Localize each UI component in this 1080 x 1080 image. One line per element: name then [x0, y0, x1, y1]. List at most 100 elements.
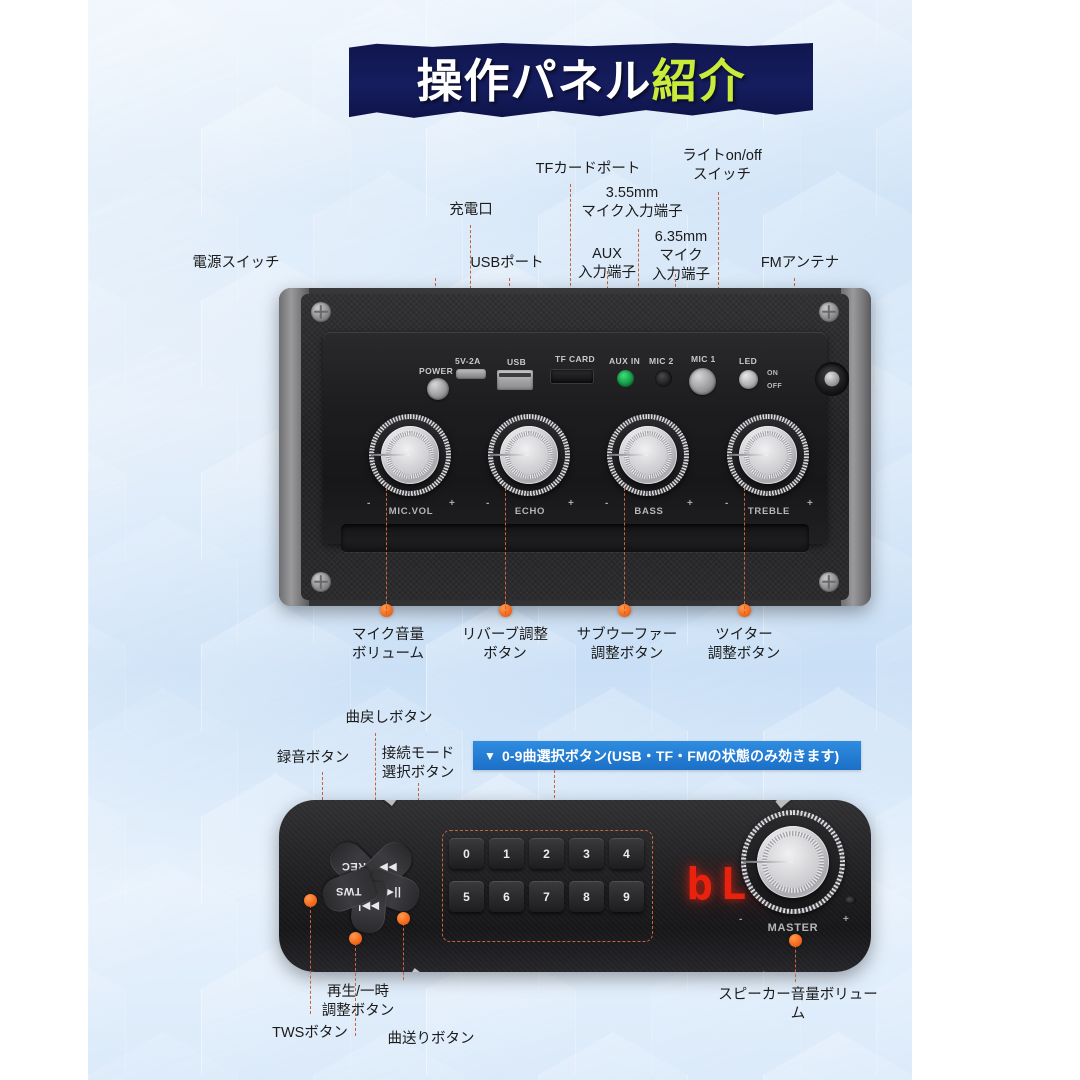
mic2-jack-355mm[interactable]	[655, 370, 672, 387]
leader-dot-play-pause	[397, 912, 410, 925]
leader-tf-card-port	[570, 184, 571, 370]
knob-pointer-bass	[608, 453, 648, 457]
knob-pointer-master	[743, 860, 793, 864]
keypad-button-7[interactable]: 7	[529, 881, 564, 912]
screw-top-right	[819, 302, 839, 322]
leader-light-onoff-switch	[718, 192, 719, 370]
leader-reverb	[505, 488, 506, 614]
knob-cap-treble	[739, 426, 797, 484]
knob-plus-treble: +	[807, 498, 813, 509]
keypad-button-3[interactable]: 3	[569, 838, 604, 869]
usb-port-a[interactable]	[497, 370, 533, 390]
knob-pointer-mic-vol	[370, 453, 410, 457]
fm-antenna-socket[interactable]	[815, 362, 849, 396]
screw-bottom-left	[311, 572, 331, 592]
keypad-button-6[interactable]: 6	[489, 881, 524, 912]
keypad-button-5[interactable]: 5	[449, 881, 484, 912]
label-tweeter-button: ツイター 調整ボタン	[707, 627, 781, 663]
label-tf-card-port: TFカードポート	[535, 161, 641, 177]
charging-port-dc[interactable]	[456, 369, 486, 379]
panel-recess-slot	[341, 524, 809, 552]
keypad-button-2[interactable]: 2	[529, 838, 564, 869]
leader-dot-speaker-volume	[789, 934, 802, 947]
label-connection-mode-button: 接続モード 選択ボタン	[381, 746, 455, 782]
label-355mm-mic-input: 3.55mm マイク入力端子	[581, 185, 683, 221]
knob-pointer-treble	[728, 453, 768, 457]
knob-minus-bass: -	[605, 498, 609, 509]
knob-label-echo: ECHO	[514, 506, 546, 517]
knob-minus-mic-vol: -	[367, 498, 371, 509]
label-tws-button: TWSボタン	[272, 1025, 348, 1041]
knob-plus-master: +	[843, 914, 849, 925]
light-onoff-toggle-switch[interactable]	[739, 370, 758, 389]
label-previous-track-button: 曲戻しボタン	[345, 710, 433, 726]
left-white-margin	[0, 0, 88, 1080]
port-label-tf-card: TF CARD	[555, 354, 596, 364]
title-text: 操作パネル紹介	[349, 43, 813, 121]
knob-plus-bass: +	[687, 498, 693, 509]
leader-subwoofer	[624, 488, 625, 614]
port-label-usb: USB	[507, 357, 527, 367]
knob-mic-vol[interactable]	[369, 414, 451, 496]
mic1-jack-635mm[interactable]	[689, 368, 716, 395]
label-reverb-button: リバーブ調整 ボタン	[461, 627, 549, 663]
knob-bass[interactable]	[607, 414, 689, 496]
knob-treble[interactable]	[727, 414, 809, 496]
knob-echo[interactable]	[488, 414, 570, 496]
leader-tws-button	[310, 900, 311, 1014]
leader-previous-track	[375, 733, 376, 830]
knob-minus-treble: -	[725, 498, 729, 509]
screw-bottom-right	[819, 572, 839, 592]
leader-mic-volume	[386, 488, 387, 614]
label-speaker-volume: スピーカー音量ボリューム	[718, 987, 878, 1023]
leader-tweeter	[744, 488, 745, 614]
port-label-power: POWER	[419, 366, 454, 376]
label-play-pause-button: 再生/一時 調整ボタン	[321, 984, 395, 1020]
knob-master[interactable]	[741, 810, 845, 914]
keypad-button-8[interactable]: 8	[569, 881, 604, 912]
keypad-button-9[interactable]: 9	[609, 881, 644, 912]
port-label-mic1: MIC 1	[691, 354, 716, 364]
knob-label-mic-vol: MIC.VOL	[388, 506, 434, 517]
keypad-button-4[interactable]: 4	[609, 838, 644, 869]
label-power-switch: 電源スイッチ	[192, 255, 280, 271]
leader-speaker-volume	[795, 940, 796, 982]
port-label-mic2: MIC 2	[649, 356, 674, 366]
switch-label-off: OFF	[767, 383, 782, 390]
knob-plus-mic-vol: +	[449, 498, 455, 509]
label-635mm-mic-input: 6.35mm マイク 入力端子	[652, 229, 710, 284]
label-subwoofer-button: サブウーファー 調整ボタン	[576, 627, 678, 663]
label-light-onoff-switch: ライトon/off スイッチ	[682, 148, 762, 184]
keypad-callout-text: 0-9曲選択ボタン(USB・TF・FMの状態のみ効きます)	[501, 747, 840, 764]
leader-dot-tws-button	[304, 894, 317, 907]
power-switch-button[interactable]	[427, 378, 449, 400]
keypad-button-0[interactable]: 0	[449, 838, 484, 869]
switch-label-on: ON	[767, 370, 779, 377]
keypad-button-1[interactable]: 1	[489, 838, 524, 869]
label-fm-antenna: FMアンテナ	[760, 255, 840, 271]
triangle-marker-icon: ▼	[484, 748, 496, 763]
title-main: 操作パネル	[416, 54, 652, 107]
dpad-control-cluster[interactable]: M REC◀◀▶||▶▶|TWS	[312, 824, 430, 942]
label-usb-port: USBポート	[470, 255, 544, 271]
tf-card-slot[interactable]	[551, 370, 593, 383]
knob-minus-master: -	[739, 914, 743, 925]
knob-label-treble: TREBLE	[747, 506, 791, 517]
title-banner-band	[349, 43, 813, 118]
master-volume-knob-group[interactable]: - + MASTER	[739, 810, 849, 934]
title-banner: 操作パネル紹介	[349, 43, 813, 121]
knob-plus-echo: +	[568, 498, 574, 509]
leader-play-pause	[403, 918, 404, 980]
knob-label-master: MASTER	[767, 922, 819, 934]
knob-pointer-echo	[489, 453, 529, 457]
label-charging-port: 充電口	[449, 202, 493, 218]
label-mic-volume: マイク音量 ボリューム	[351, 627, 425, 663]
aux-in-jack[interactable]	[617, 370, 634, 387]
screw-top-left	[311, 302, 331, 322]
top-control-panel-device: ℂ POWER 5V-2A USB TF CARD AUX IN MIC 2 M…	[279, 288, 871, 606]
